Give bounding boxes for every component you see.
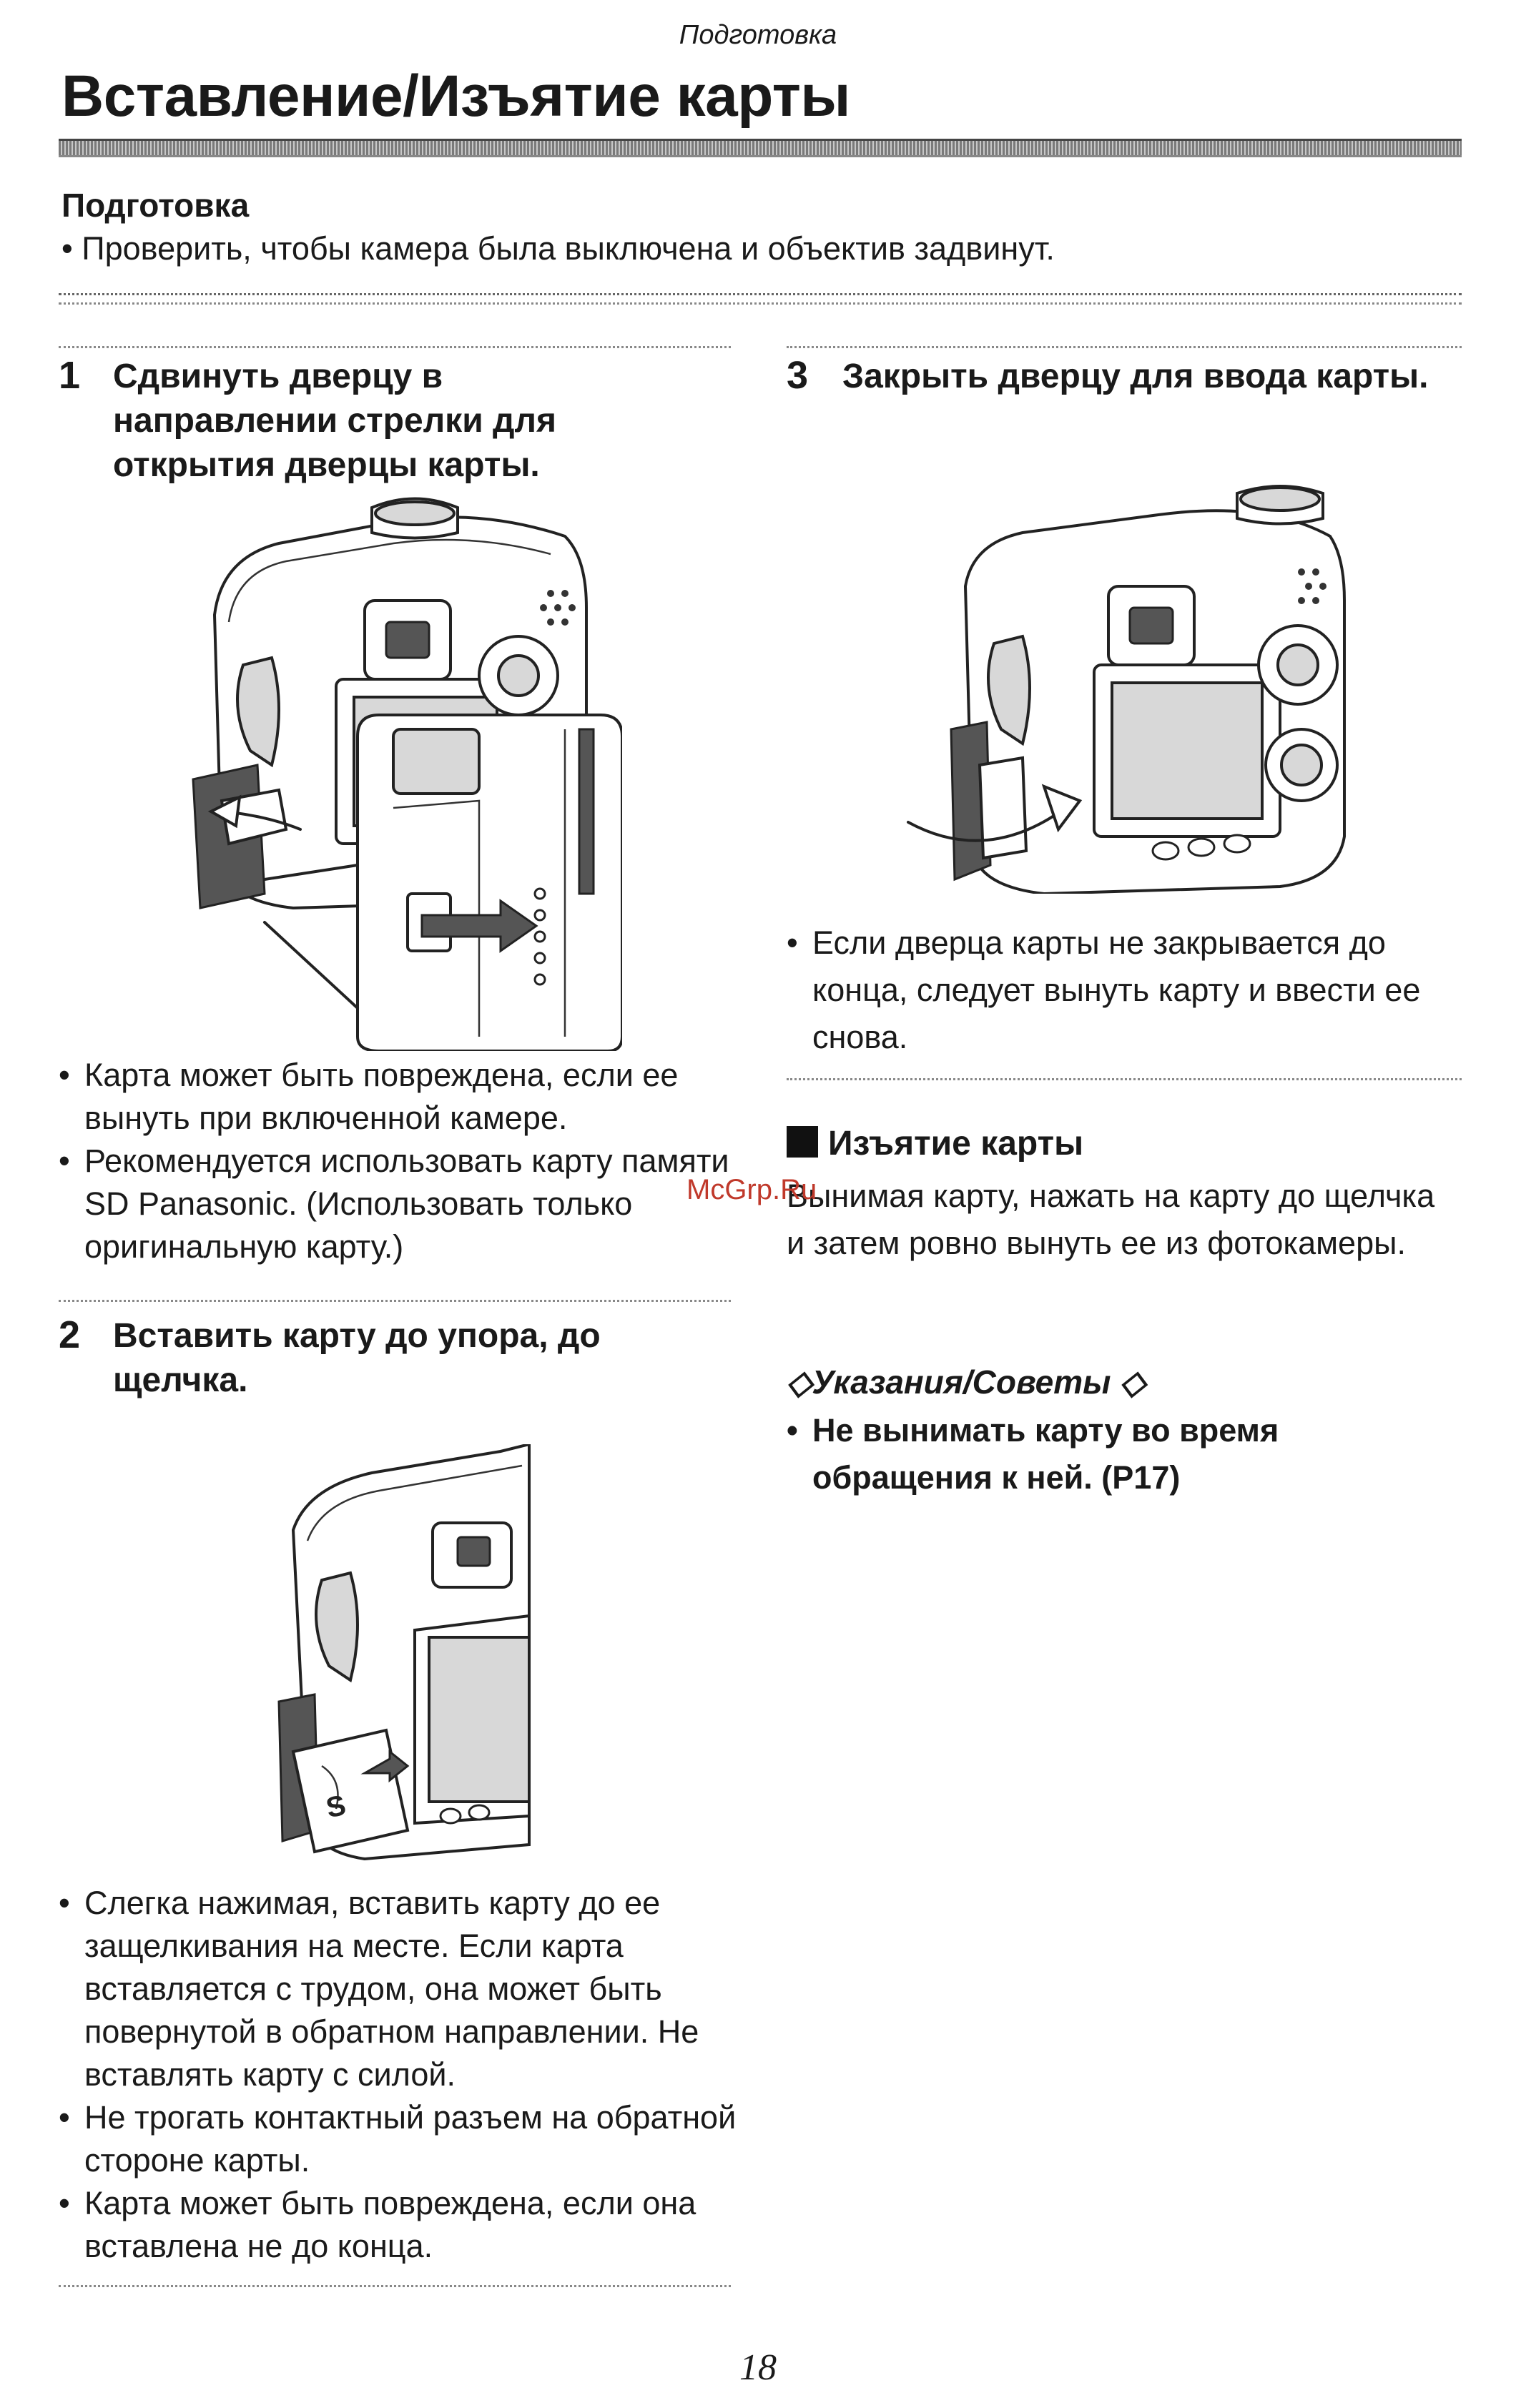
preparation-bullet-text: Проверить, чтобы камера была выключена и… <box>82 230 1055 267</box>
column-divider <box>59 346 731 348</box>
step-2-number: 2 <box>59 1313 81 1356</box>
removal-heading: Изъятие карты <box>787 1124 1083 1163</box>
step-1-text: Сдвинуть дверцу в направлении стрелки дл… <box>113 357 557 484</box>
preparation-heading: Подготовка <box>61 187 250 224</box>
column-divider <box>787 346 1462 348</box>
step-1-note: Карта может быть повреждена, если ее вын… <box>59 1054 745 1140</box>
step-1-number: 1 <box>59 354 81 397</box>
removal-text: Вынимая карту, нажать на карту до щелчка… <box>787 1178 1435 1261</box>
step-2-note: Карта может быть повреждена, если она вс… <box>59 2182 745 2268</box>
preparation-bullet: • Проверить, чтобы камера была выключена… <box>61 230 1055 267</box>
page-number: 18 <box>739 2347 777 2388</box>
step-2-note: Слегка нажимая, вставить карту до ее защ… <box>59 1882 745 2096</box>
step-1-illustration <box>192 497 622 1051</box>
step-3-text: Закрыть дверцу для ввода карты. <box>842 357 1429 395</box>
step-divider <box>59 1300 731 1302</box>
preparation-divider <box>59 293 1462 305</box>
step-2-notes: Слегка нажимая, вставить карту до ее защ… <box>59 1882 745 2268</box>
tip-item: Не вынимать карту во время обращения к н… <box>787 1407 1430 1501</box>
tips-list: Не вынимать карту во время обращения к н… <box>787 1407 1430 1501</box>
title-divider <box>59 139 1462 157</box>
section-header: Подготовка <box>679 20 837 50</box>
square-bullet-icon <box>787 1126 818 1158</box>
step-2-note: Не трогать контактный разъем на обратной… <box>59 2096 745 2182</box>
column-bottom-divider <box>59 2285 731 2287</box>
step-divider <box>787 1078 1462 1080</box>
step-3-illustration <box>907 485 1346 894</box>
watermark: McGrp.Ru <box>686 1174 817 1205</box>
tips-heading: ◇Указания/Советы ◇ <box>787 1363 1146 1401</box>
step-3-note: Если дверца карты не закрывается до конц… <box>787 919 1473 1061</box>
step-2-illustration: S <box>277 1444 531 1861</box>
step-2-text: Вставить карту до упора, до щелчка. <box>113 1317 601 1399</box>
removal-heading-text: Изъятие карты <box>828 1125 1084 1163</box>
page-title: Вставление/Изъятие карты <box>61 64 850 129</box>
step-3-number: 3 <box>787 354 809 397</box>
step-1-notes: Карта может быть повреждена, если ее вын… <box>59 1054 745 1268</box>
step-1-note: Рекомендуется использовать карту памяти … <box>59 1140 745 1268</box>
step-3-notes: Если дверца карты не закрывается до конц… <box>787 919 1473 1061</box>
